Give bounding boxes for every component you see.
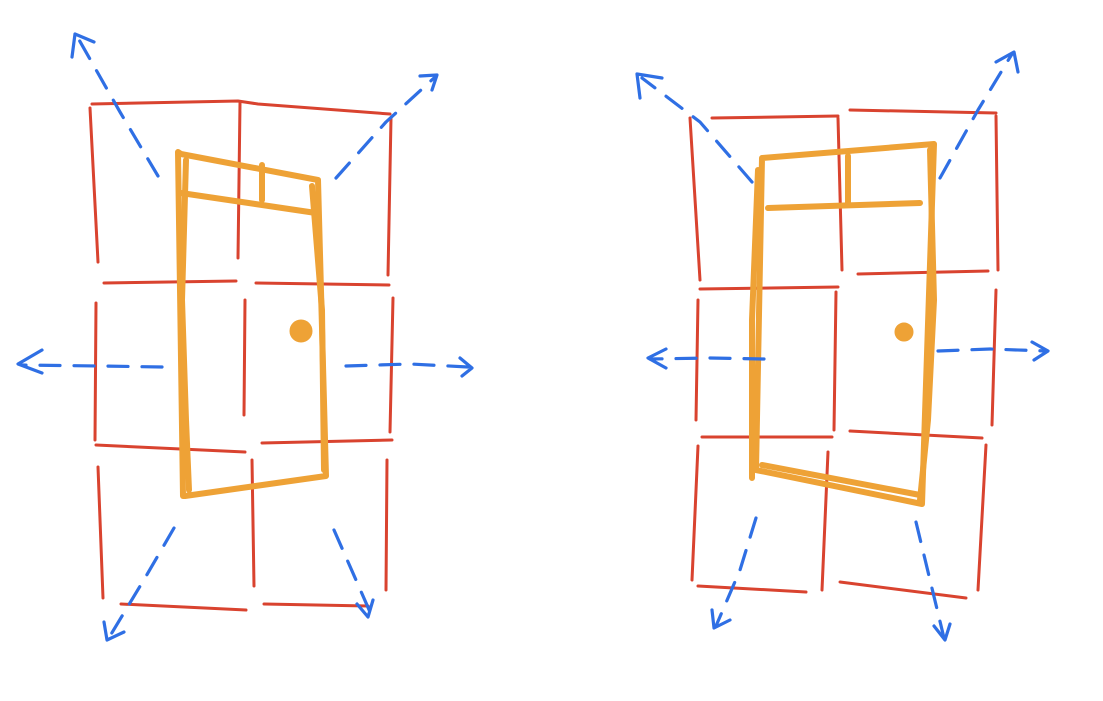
left-arrowhead-down-left <box>102 620 126 642</box>
right-arrowhead-up-right <box>994 50 1020 74</box>
right-grid-right-edge <box>976 114 1000 592</box>
left-arrowhead-down-right <box>355 598 375 619</box>
left-arrowhead-up-left <box>70 32 96 59</box>
left-arrow-right <box>344 362 470 369</box>
left-door-window-bottom <box>178 190 319 216</box>
left-grid-row-2 <box>102 279 391 287</box>
right-grid-row-1 <box>710 108 998 120</box>
right-brick-grid <box>688 108 1000 600</box>
right-door-knob <box>894 322 914 342</box>
left-arrows <box>16 32 474 642</box>
left-arrow-down-right <box>332 528 372 614</box>
left-grid-left-edge <box>88 106 105 600</box>
right-door-frame <box>753 141 937 507</box>
left-brick-grid <box>88 99 395 612</box>
left-door-frame-stroke-2 <box>179 157 327 493</box>
right-arrow-up-left <box>640 76 754 184</box>
right-sketch <box>635 50 1050 642</box>
left-door-frame <box>175 149 329 499</box>
right-arrow-up-right <box>938 52 1014 180</box>
right-grid-row-2 <box>698 269 990 291</box>
right-arrow-down-right <box>914 520 946 640</box>
left-arrowhead-right <box>458 356 474 378</box>
right-arrows <box>635 50 1050 642</box>
left-grid-right-edge <box>384 116 395 592</box>
right-door <box>749 141 937 507</box>
left-grid-row-4 <box>119 602 370 612</box>
right-arrowhead-down-left <box>710 608 732 630</box>
right-arrow-right <box>936 347 1048 353</box>
right-door-window-bottom <box>765 200 923 211</box>
left-arrow-left <box>20 363 164 369</box>
left-grid-row-3 <box>94 438 394 454</box>
right-door-frame-stroke-2 <box>749 147 937 503</box>
left-arrow-down-left <box>108 526 176 638</box>
right-grid-row-3 <box>700 429 984 440</box>
left-arrowhead-left <box>16 348 44 375</box>
left-grid-row-1 <box>90 99 392 116</box>
right-arrow-left <box>648 356 766 361</box>
left-sketch <box>16 32 474 642</box>
right-arrowhead-left <box>646 347 668 370</box>
left-arrow-up-left <box>76 36 160 178</box>
left-door <box>175 149 329 499</box>
left-door-knob <box>289 319 313 343</box>
right-grid-mid-vertical <box>820 116 844 592</box>
left-arrow-up-right <box>334 76 436 180</box>
right-arrowhead-right <box>1030 340 1050 362</box>
right-grid-left-edge <box>688 116 702 582</box>
right-door-bottom-stroke <box>759 462 923 498</box>
right-grid-row-4 <box>696 580 968 600</box>
right-arrow-down-left <box>714 516 758 628</box>
left-arrowhead-up-right <box>418 73 439 92</box>
right-arrowhead-down-right <box>932 622 952 642</box>
left-grid-mid-vertical <box>236 101 256 588</box>
right-arrowhead-up-left <box>635 72 664 100</box>
